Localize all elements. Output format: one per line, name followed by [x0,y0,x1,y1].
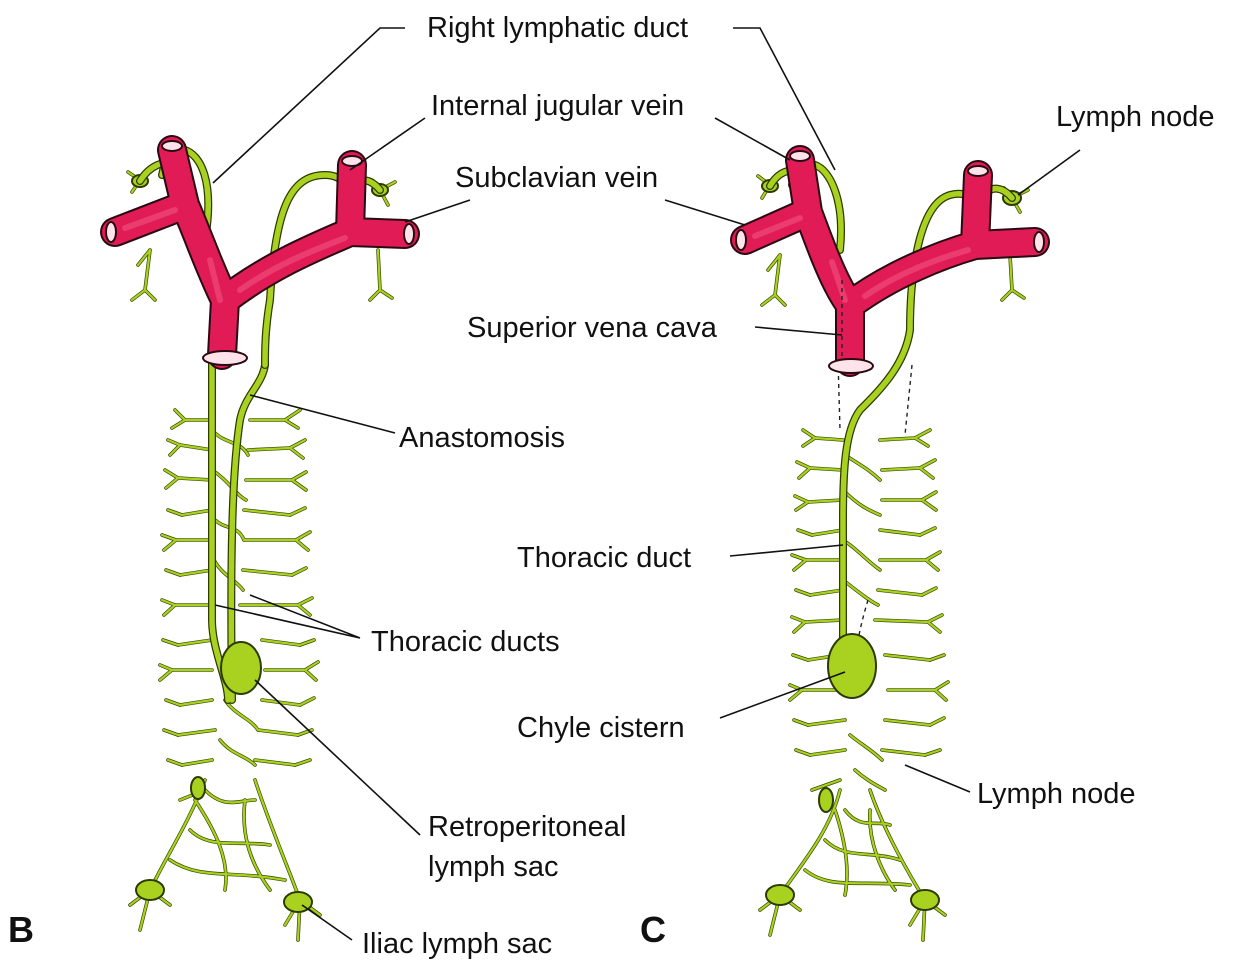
leader-iliac-lymph-sac [302,905,352,940]
label-retroperitoneal-line1: Retroperitoneal [428,811,626,843]
panel-c-veins [736,151,1044,373]
leader-superior-vena-cava [755,327,842,335]
label-iliac-lymph-sac: Iliac lymph sac [362,928,552,960]
panel-b-right-subclavian-opening [404,224,414,244]
leader-thoracic-duct [730,545,843,556]
leader-internal-jugular-vein-c [715,118,790,160]
label-retroperitoneal-line2: lymph sac [428,851,559,883]
panel-b-veins [106,141,414,365]
panel-c-right-subclavian-opening [1034,232,1044,252]
panel-c-left-jugular-opening [790,151,810,161]
panel-b-vena-cava-opening [203,351,247,365]
panel-b-left-jugular-opening [162,141,182,151]
label-internal-jugular-vein: Internal jugular vein [431,90,684,122]
label-subclavian-vein: Subclavian vein [455,162,658,194]
label-superior-vena-cava: Superior vena cava [467,312,718,344]
label-lymph-node-top: Lymph node [1056,101,1215,133]
label-lymph-node-bottom: Lymph node [977,778,1136,810]
panel-b: B [8,28,470,950]
panel-b-letter: B [8,909,34,950]
label-thoracic-ducts: Thoracic ducts [371,626,560,658]
panel-c-right-jugular-opening [968,166,988,176]
leader-retroperitoneal [255,680,420,835]
panel-c-vena-cava-opening [829,359,873,373]
label-thoracic-duct: Thoracic duct [517,542,691,574]
leader-anastomosis [250,395,395,433]
leader-subclavian-vein-c [665,200,745,225]
leader-chyle-cistern [720,672,845,718]
leader-thoracic-ducts [215,595,360,638]
panel-c-small-node [819,788,833,812]
leader-internal-jugular-vein [350,118,425,170]
label-anastomosis: Anastomosis [399,422,565,454]
leader-subclavian-vein [405,200,470,222]
label-chyle-cistern: Chyle cistern [517,712,685,744]
panel-c-chyle-cistern [828,634,876,698]
panel-c: C [640,28,1080,950]
leader-lymph-node-bottom [905,765,970,792]
leader-lymph-node-top [1018,150,1080,195]
panel-b-small-node [191,777,205,799]
panel-b-left-subclavian-opening [106,222,116,242]
panel-c-iliac-node-right [911,890,939,910]
label-right-lymphatic-duct: Right lymphatic duct [427,12,688,44]
panel-c-iliac-node-left [766,885,794,905]
leader-right-lymphatic-duct-c [733,28,835,170]
panel-c-letter: C [640,909,666,950]
leader-right-lymphatic-duct [213,28,405,183]
panel-c-left-subclavian-opening [736,230,746,250]
panel-b-retroperitoneal-sac [221,642,261,694]
panel-b-iliac-sac-left [136,880,164,900]
